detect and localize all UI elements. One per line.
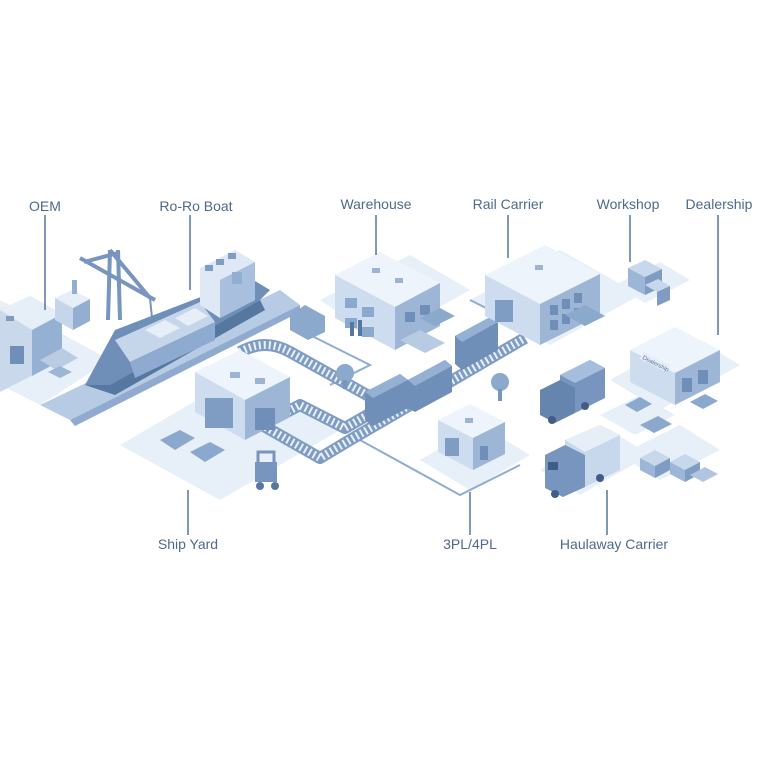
label-rail-carrier: Rail Carrier	[473, 196, 544, 212]
forklift-icon	[255, 450, 279, 490]
oem-factory-icon	[0, 280, 90, 392]
crane-icon	[79, 248, 156, 321]
railway-track	[237, 332, 529, 464]
label-workshop: Workshop	[597, 196, 660, 212]
leader-lines	[44, 215, 719, 535]
ship-yard-icon	[160, 350, 290, 462]
label-ro-ro-boat: Ro-Ro Boat	[159, 198, 232, 214]
ro-ro-ship-icon	[85, 250, 270, 395]
tree-icon	[336, 364, 509, 401]
workshop-boxes-icon	[628, 260, 670, 306]
label-3pl-4pl: 3PL/4PL	[443, 536, 497, 552]
label-oem: OEM	[29, 198, 61, 214]
truck-icon	[540, 360, 605, 424]
cargo-boxes	[640, 450, 718, 482]
car-icon	[160, 430, 225, 462]
label-dealership: Dealership	[686, 196, 753, 212]
label-haulaway-carrier: Haulaway Carrier	[560, 536, 668, 552]
rail-depot-icon	[485, 245, 605, 345]
3pl-warehouse-icon	[438, 404, 505, 470]
warehouse-icon	[290, 252, 455, 353]
label-warehouse: Warehouse	[340, 196, 411, 212]
labels: OEM Ro-Ro Boat Warehouse Rail Carrier Wo…	[29, 196, 753, 552]
haulaway-truck-icon	[545, 425, 620, 498]
dealership-icon: Dealership	[625, 327, 720, 433]
label-ship-yard: Ship Yard	[158, 536, 218, 552]
train-icon	[365, 316, 498, 426]
